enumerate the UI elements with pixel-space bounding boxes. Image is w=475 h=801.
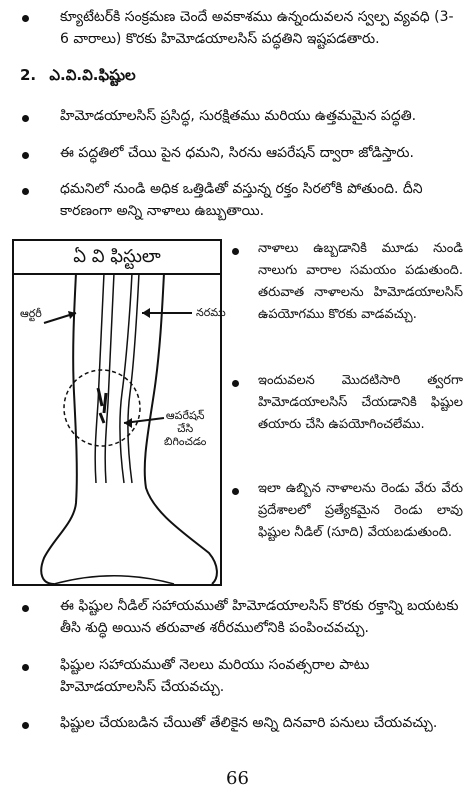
bullet-dot	[22, 664, 29, 671]
list-item: ఇందువలన మొదటిసారి త్వరగా హిమోడయాలసిస్ చే…	[258, 373, 463, 432]
bullet-dot	[22, 605, 29, 612]
label-vein: నరము	[196, 306, 226, 319]
list-item: ఫిష్టుల చేయబడిన చేయితో తేలికైన అన్ని దిన…	[60, 715, 438, 731]
section-number: 2.	[20, 66, 37, 84]
bullet-dot	[22, 115, 29, 122]
bullet-dot	[22, 152, 29, 159]
list-item: హిమోడయాలసిస్ ప్రసిద్ధ, సురక్షితము మరియు …	[60, 108, 417, 124]
intro-paragraph: క్యూటేటర్‌కి సంక్రమణ చెందే అవకాశము ఉన్నం…	[60, 9, 454, 47]
page-number: 66	[226, 768, 249, 789]
label-artery: ఆర్టరీ	[20, 307, 42, 320]
section-heading: 2. ఎ.వి.వి.ఫిష్టుల	[20, 66, 136, 88]
list-item: ఇలా ఉబ్బిన నాళాలను రెండు వేరు వేరు ప్రదే…	[258, 481, 463, 540]
arm-illustration	[40, 273, 218, 584]
section-title: ఎ.వి.వి.ఫిష్టుల	[49, 66, 136, 84]
list-item: నాళాలు ఉబ్బడానికి మూడు నుండి నాలుగు వారా…	[258, 241, 463, 322]
bullet-dot	[22, 15, 29, 22]
bullet-dot	[22, 722, 29, 729]
bullet-dot	[232, 380, 239, 387]
list-item: ఈ పద్ధతిలో చేయి పైన ధమని, సిరను ఆపరేషన్ …	[60, 145, 414, 161]
list-item: ధమనిలో నుండి అధిక ఒత్తిడితో వస్తున్న రక్…	[60, 181, 423, 219]
bullet-dot	[232, 248, 239, 255]
bullet-dot	[22, 188, 29, 195]
av-fistula-figure: ఏ వి ఫిస్టులా ఆర్టరీ నరము ఆపరేషన్ చేసి బ…	[12, 239, 226, 586]
list-item: ఫిష్టుల సహాయముతో నెలలు మరియు సంవత్సరాల ప…	[60, 657, 370, 695]
label-operation: ఆపరేషన్ చేసి బిగించడం	[164, 409, 207, 448]
list-item: ఈ ఫిష్టుల నీడిల్ సహాయముతో హిమోడయాలసిస్ క…	[60, 598, 459, 636]
bullet-dot	[232, 488, 239, 495]
figure-title: ఏ వి ఫిస్టులా	[14, 241, 220, 275]
